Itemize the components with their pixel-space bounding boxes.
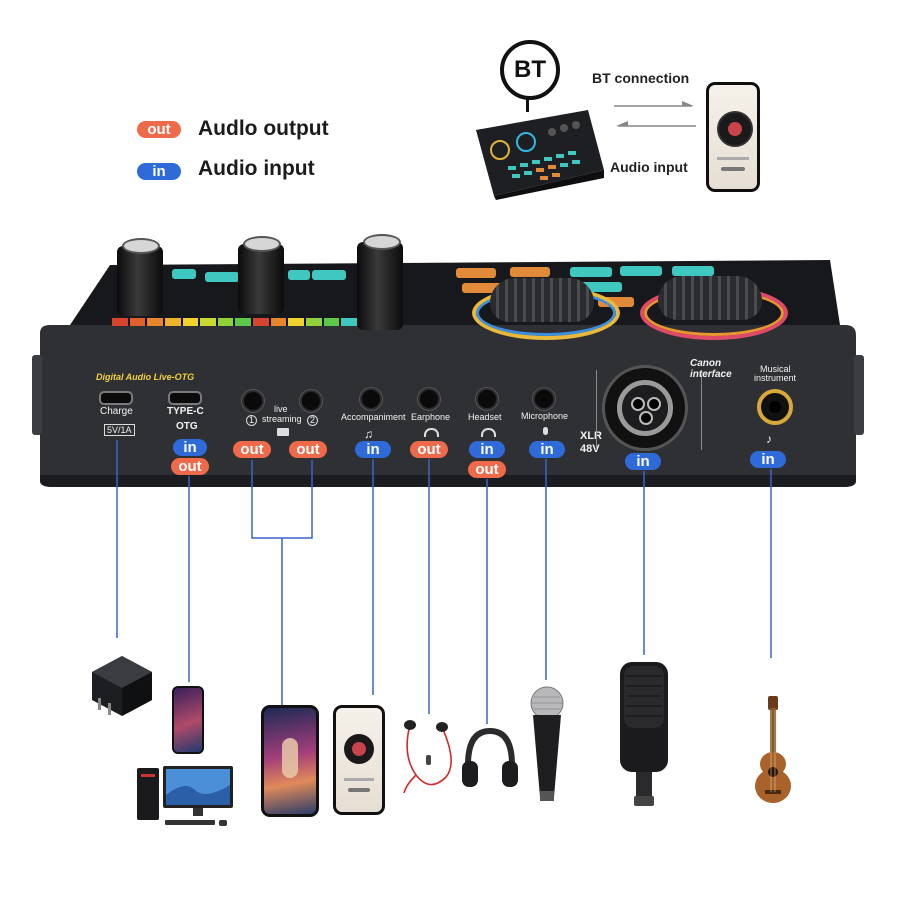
ukulele-icon [755, 696, 791, 803]
headset-jack[interactable] [476, 388, 498, 410]
knob-cap [122, 238, 160, 254]
top-button [462, 283, 504, 293]
top-button [570, 267, 612, 277]
accompaniment-in-badge: in [355, 441, 391, 458]
live1-out-badge: out [233, 441, 271, 458]
top-button [580, 282, 622, 292]
top-button [288, 270, 310, 280]
volume-knob[interactable] [117, 246, 163, 316]
effect-knob-right[interactable] [658, 276, 762, 320]
bt-phone-icon [706, 82, 760, 192]
headset-label: Headset [468, 412, 502, 422]
headset-icon [481, 428, 496, 437]
headphone-icon [424, 428, 439, 437]
live-jack-2[interactable] [300, 390, 322, 412]
top-button [205, 272, 239, 282]
headphones-icon [462, 727, 518, 787]
earphone-jack[interactable] [418, 388, 440, 410]
in-legend-text: Audio input [198, 157, 315, 180]
earphones-icon [403, 720, 452, 794]
streaming-phone-icon [261, 705, 319, 817]
typec-port[interactable] [168, 391, 202, 405]
effect-knob-left[interactable] [490, 278, 594, 322]
bt-audio-input-text: Audio input [610, 159, 688, 175]
top-button [312, 270, 346, 280]
instrument-in-badge: in [750, 451, 786, 468]
canon-label-2: interface [690, 369, 732, 380]
accompaniment-jack[interactable] [360, 388, 382, 410]
canon-label-1: Canon [690, 358, 722, 369]
typec-label: TYPE-C [167, 406, 204, 417]
live-label: live [274, 404, 288, 414]
guitar-small-icon: ♪ [766, 432, 772, 446]
live2-out-badge: out [289, 441, 327, 458]
bt-pointer [526, 98, 529, 112]
xlr-port[interactable] [602, 365, 688, 451]
music-phone-icon [333, 705, 385, 815]
volume-knob[interactable] [238, 244, 284, 314]
knob-cap [243, 236, 281, 252]
otg-label: OTG [176, 421, 198, 432]
charge-rating: 5V/1A [104, 424, 135, 436]
top-button [620, 266, 662, 276]
live-jack-1[interactable] [242, 390, 264, 412]
headset-in-badge: in [469, 441, 505, 458]
otg-out-badge: out [171, 458, 209, 475]
otg-title: Digital Audio Live-OTG [96, 372, 195, 382]
streaming-label: streaming [262, 414, 302, 424]
top-button [598, 297, 634, 307]
top-button [172, 269, 196, 279]
in-legend-badge: in [137, 163, 181, 180]
charge-label: Charge [100, 406, 133, 417]
microphone-label: Microphone [521, 411, 569, 421]
musical-label-1: Musical [760, 364, 791, 374]
top-button [510, 267, 550, 277]
top-button [672, 266, 714, 276]
microphone-jack[interactable] [533, 388, 555, 410]
mini-mixer-icon [476, 110, 604, 200]
charge-port[interactable] [99, 391, 133, 405]
bt-arrows [614, 101, 696, 127]
divider [701, 374, 702, 450]
instrument-jack[interactable] [757, 389, 793, 425]
volume-knob[interactable] [357, 242, 403, 330]
phone-icon [172, 686, 204, 754]
accompaniment-label: Accompaniment [341, 412, 406, 422]
bt-bubble: BT [500, 40, 560, 100]
top-button [456, 268, 496, 278]
bt-connection-text: BT connection [592, 70, 690, 86]
earphone-out-badge: out [410, 441, 448, 458]
otg-in-badge: in [173, 439, 207, 456]
streaming-icon [277, 428, 289, 436]
headset-out-badge: out [468, 461, 506, 478]
computer-icon [137, 766, 233, 826]
out-legend-text: Audlo output [198, 117, 329, 140]
out-legend-badge: out [137, 121, 181, 138]
live-num-2: 2 [307, 415, 318, 426]
bt-label: BT [514, 56, 546, 83]
condenser-mic-icon [620, 662, 668, 806]
live-num-1: 1 [246, 415, 257, 426]
mic-small-icon [543, 427, 548, 435]
divider [596, 370, 597, 450]
knob-cap [363, 234, 401, 250]
xlr-in-badge: in [625, 453, 661, 470]
music-note-icon: ♫ [364, 427, 373, 441]
dynamic-mic-icon [530, 686, 564, 801]
mic-in-badge: in [529, 441, 565, 458]
musical-label-2: instrument [754, 373, 797, 383]
earphone-label: Earphone [411, 412, 451, 422]
xlr-voltage: 48V [580, 443, 600, 455]
charger-icon [92, 656, 152, 716]
